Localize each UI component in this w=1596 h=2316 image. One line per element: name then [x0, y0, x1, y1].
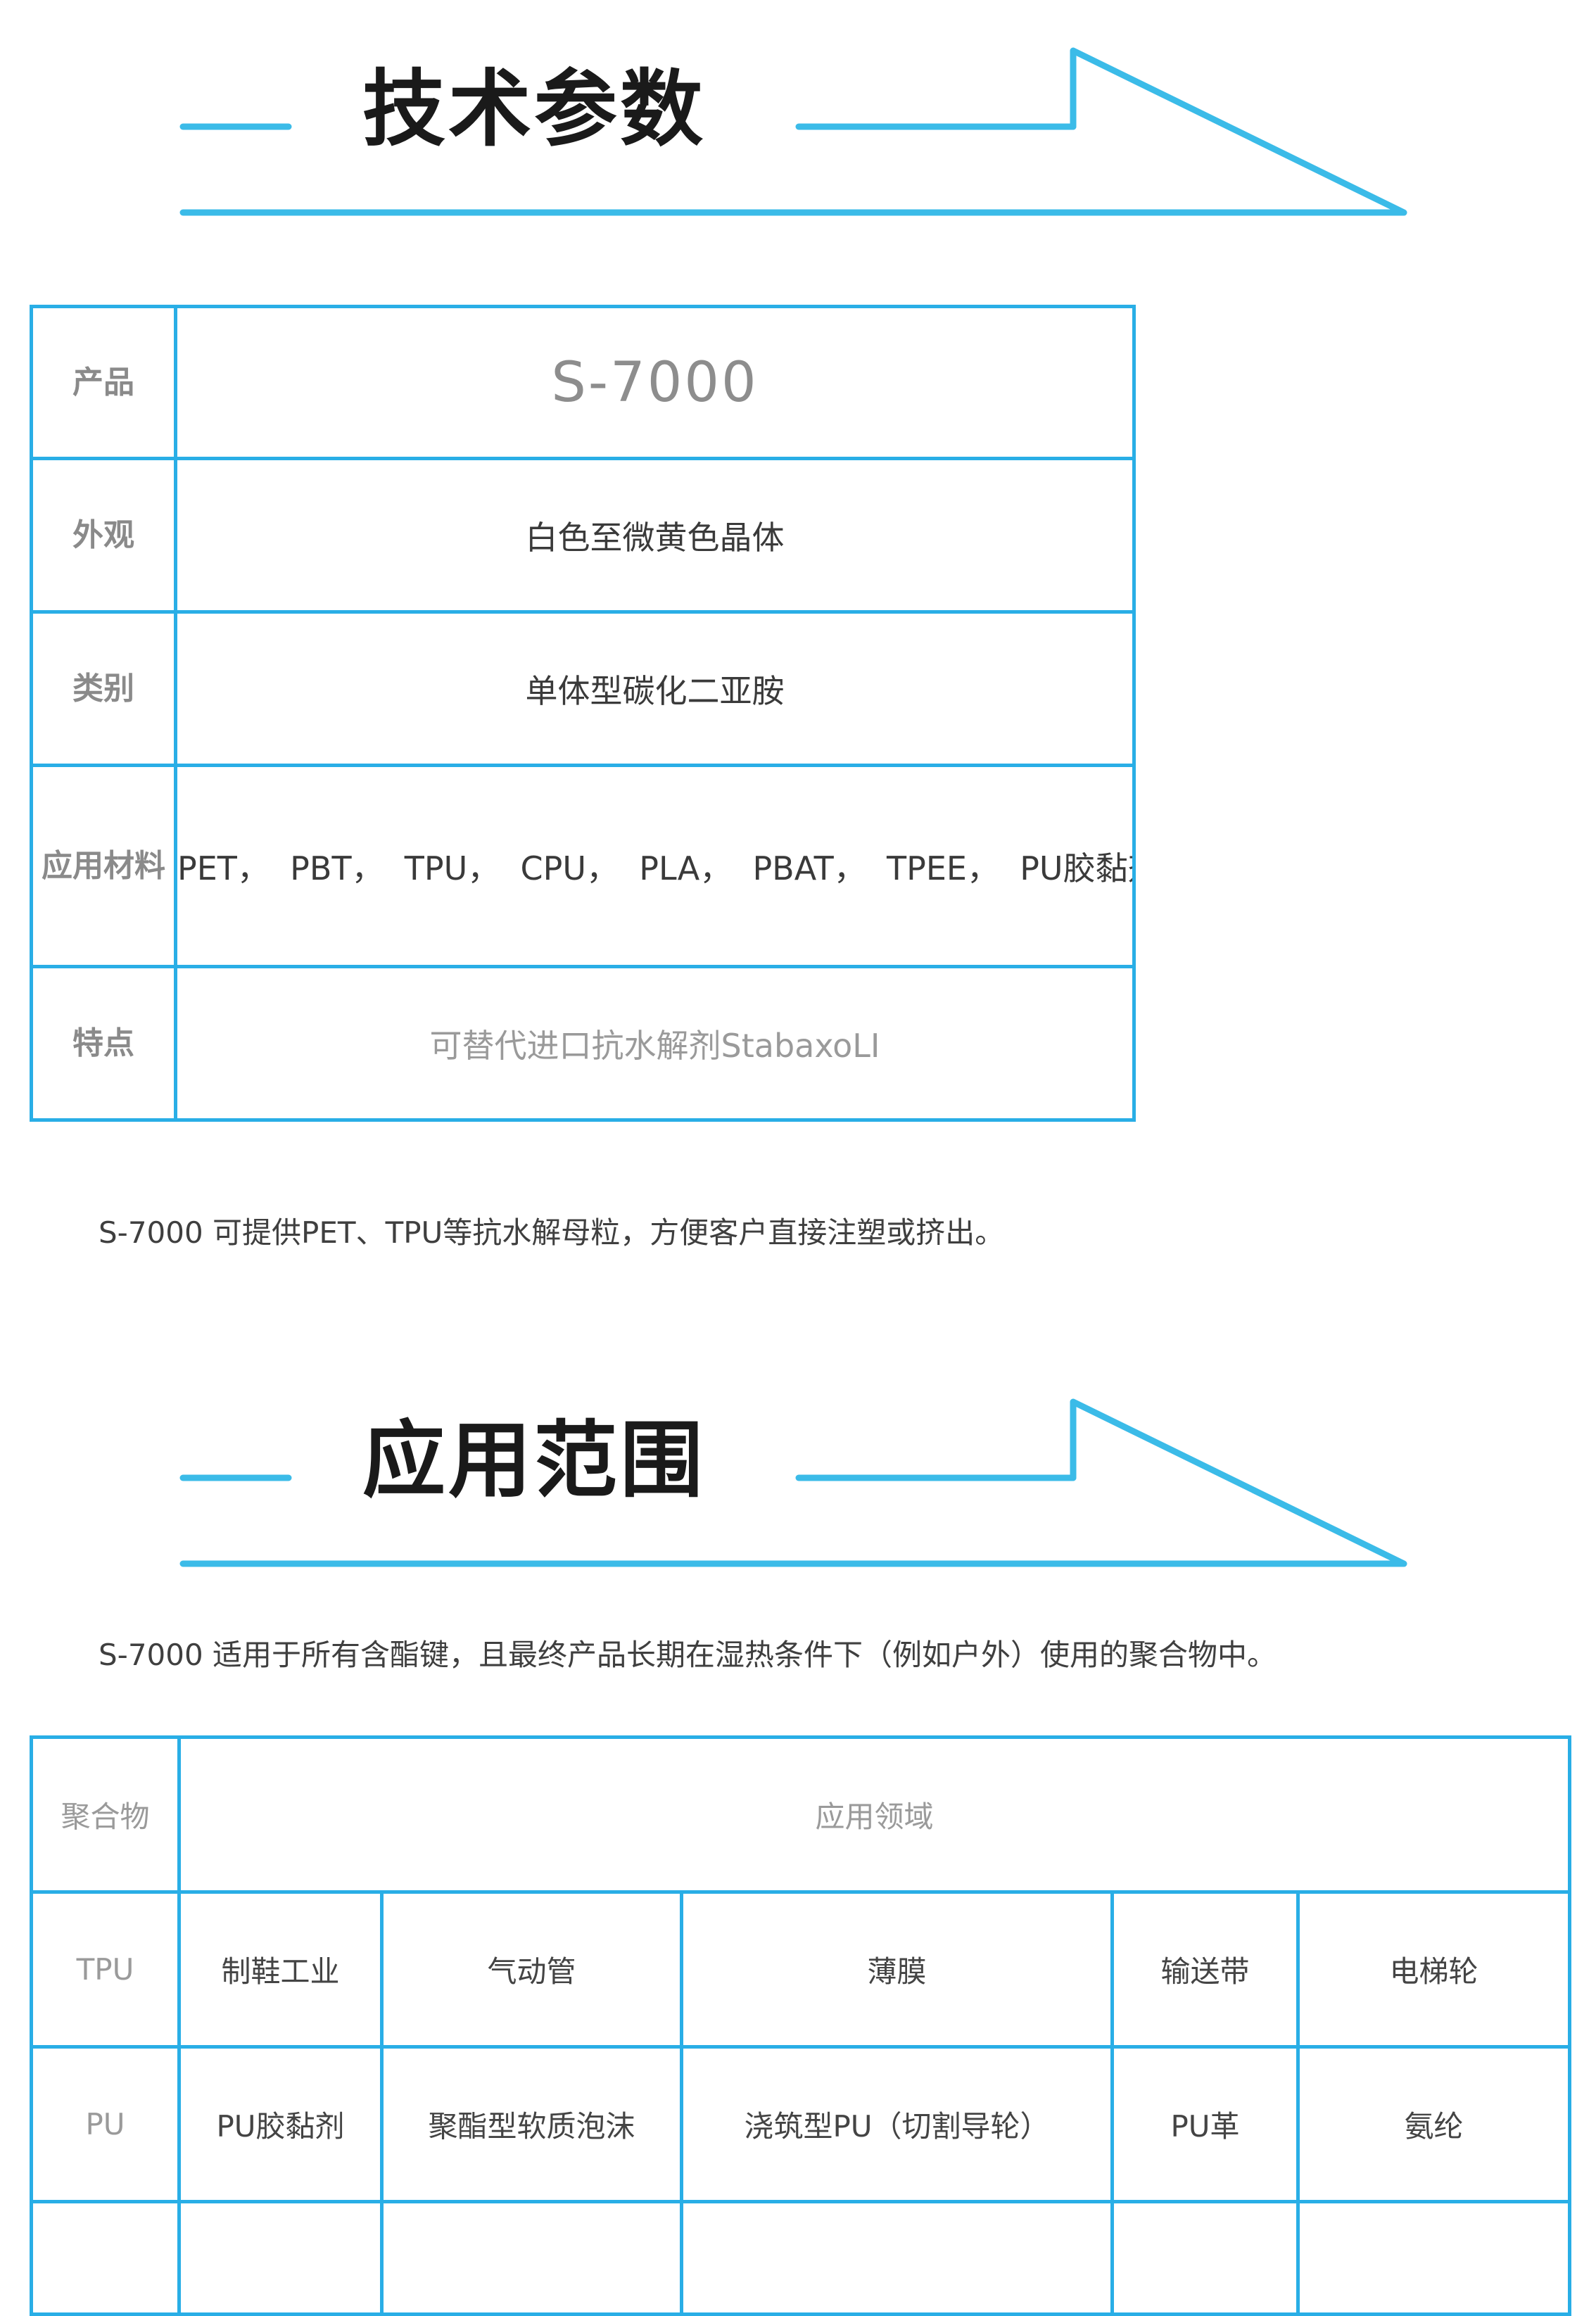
field-cell: 薄膜 [680, 1890, 1114, 2049]
section-title: 技术参数 [362, 61, 707, 158]
table-header-row: 聚合物 应用领域 [30, 1735, 1572, 1894]
product-value: S-7000 [174, 305, 1136, 460]
field-cell: 浇筑型PU（切割导轮） [680, 2045, 1114, 2203]
field-cell: 电梯轮 [1296, 1890, 1572, 2049]
table-row: 外观 白色至微黄色晶体 [30, 457, 1136, 614]
features-value: 可替代进口抗水解剂StabaxoLI [174, 965, 1136, 1122]
table-row-partial [30, 2200, 1572, 2316]
section-banner-app: 应用范围 [176, 1379, 1414, 1583]
table-row: PU PU胶黏剂 聚酯型软质泡沫 浇筑型PU（切割导轮） PU革 氨纶 [30, 2045, 1572, 2203]
field-cell: 制鞋工业 [177, 1890, 384, 2049]
field-cell: 聚酯型软质泡沫 [380, 2045, 683, 2203]
category-value: 单体型碳化二亚胺 [174, 610, 1136, 767]
table-row: 类别 单体型碳化二亚胺 [30, 610, 1136, 767]
field-cell: PU革 [1110, 2045, 1300, 2203]
row-label-appearance: 外观 [30, 457, 177, 614]
row-label-category: 类别 [30, 610, 177, 767]
field-cell: 氨纶 [1296, 2045, 1572, 2203]
header-fields: 应用领域 [177, 1735, 1572, 1894]
field-cell: PU胶黏剂 [177, 2045, 384, 2203]
field-cell: 气动管 [380, 1890, 683, 2049]
app-intro: S-7000 适用于所有含酯键，且最终产品长期在湿热条件下（例如户外）使用的聚合… [99, 1638, 1277, 1672]
tech-params-table: 产品 S-7000 外观 白色至微黄色晶体 类别 单体型碳化二亚胺 应用材料 P… [30, 305, 1136, 1122]
section-banner-tech: 技术参数 [176, 28, 1414, 232]
table-row: 产品 S-7000 [30, 305, 1136, 460]
tech-note: S-7000 可提供PET、TPU等抗水解母粒，方便客户直接注塑或挤出。 [99, 1215, 1005, 1250]
table-row: 特点 可替代进口抗水解剂StabaxoLI [30, 965, 1136, 1122]
materials-value: PET， PBT， TPU， CPU， PLA， PBAT， TPEE， PU胶… [174, 764, 1136, 968]
table-row: 应用材料 PET， PBT， TPU， CPU， PLA， PBAT， TPEE… [30, 764, 1136, 968]
appearance-value: 白色至微黄色晶体 [174, 457, 1136, 614]
row-label-materials: 应用材料 [30, 764, 177, 968]
application-table: 聚合物 应用领域 TPU 制鞋工业 气动管 薄膜 输送带 电梯轮 PU PU胶黏… [30, 1735, 1572, 2316]
section-title: 应用范围 [362, 1412, 707, 1509]
table-row: TPU 制鞋工业 气动管 薄膜 输送带 电梯轮 [30, 1890, 1572, 2049]
header-polymer: 聚合物 [30, 1735, 181, 1894]
polymer-cell: TPU [30, 1890, 181, 2049]
row-label-features: 特点 [30, 965, 177, 1122]
banner-arrow-graphic [179, 1398, 1407, 1567]
row-label-product: 产品 [30, 305, 177, 460]
polymer-cell: PU [30, 2045, 181, 2203]
field-cell: 输送带 [1110, 1890, 1300, 2049]
banner-arrow-graphic [179, 47, 1407, 216]
